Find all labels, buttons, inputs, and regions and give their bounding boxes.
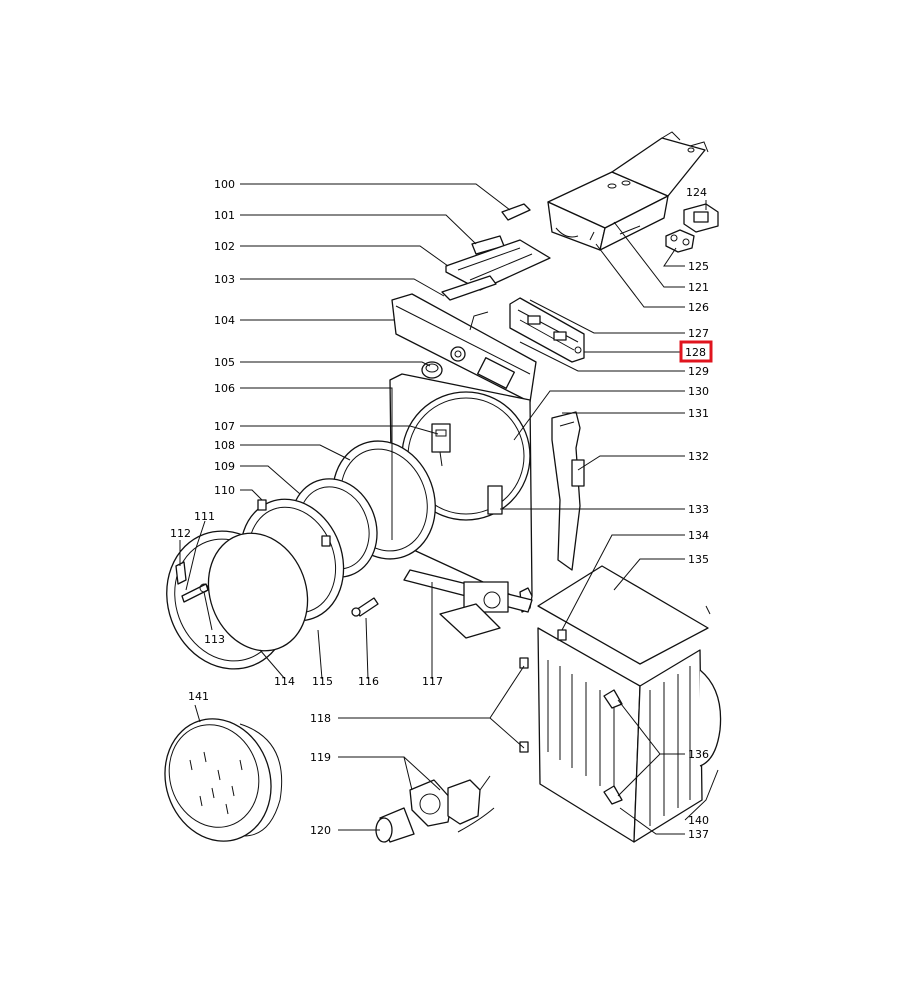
label-126: 126 [688, 301, 709, 314]
label-102: 102 [214, 240, 235, 253]
label-136: 136 [688, 748, 709, 761]
label-109: 109 [214, 460, 235, 473]
label-115: 115 [312, 675, 333, 688]
drain-pump [375, 775, 495, 843]
label-119: 119 [310, 751, 331, 764]
label-117: 117 [422, 675, 443, 688]
label-116: 116 [358, 675, 379, 688]
label-108: 108 [214, 439, 235, 452]
label-124: 124 [686, 186, 707, 199]
part-labels: 100 101 102 103 104 105 106 107 108 109 … [170, 178, 713, 841]
label-104: 104 [214, 314, 235, 327]
label-120: 120 [310, 824, 331, 837]
label-105: 105 [214, 356, 235, 369]
label-106: 106 [214, 382, 235, 395]
label-118: 118 [310, 712, 331, 725]
label-135: 135 [688, 553, 709, 566]
label-111: 111 [194, 510, 215, 523]
label-133: 133 [688, 503, 709, 516]
label-132: 132 [688, 450, 709, 463]
program-knob [421, 361, 443, 379]
label-128: 128 [685, 346, 706, 359]
side-bracket [551, 411, 585, 571]
label-113: 113 [204, 633, 225, 646]
control-panel [391, 293, 537, 403]
door-lock [431, 423, 451, 467]
inlet-valve-part [665, 203, 719, 253]
label-131: 131 [688, 407, 709, 420]
label-114: 114 [274, 675, 295, 688]
drum-cover [164, 718, 283, 842]
label-121: 121 [688, 281, 709, 294]
screw [351, 597, 379, 617]
label-103: 103 [214, 273, 235, 286]
label-140: 140 [688, 814, 709, 827]
door-outer-ring [166, 530, 309, 670]
label-110: 110 [214, 484, 235, 497]
label-107: 107 [214, 420, 235, 433]
label-125: 125 [688, 260, 709, 273]
hinge-latch [487, 485, 503, 515]
cabinet-frame [519, 565, 722, 843]
leader-lines [179, 183, 719, 835]
drawer-handle-parts [441, 203, 551, 301]
label-130: 130 [688, 385, 709, 398]
highlight-box-128 [679, 340, 713, 363]
label-127: 127 [688, 327, 709, 340]
electronic-module [509, 297, 585, 363]
label-129: 129 [688, 365, 709, 378]
detergent-drawer-housing [547, 131, 709, 251]
door-hinge-pins [175, 561, 209, 603]
label-100: 100 [214, 178, 235, 191]
label-137: 137 [688, 828, 709, 841]
label-101: 101 [214, 209, 235, 222]
label-112: 112 [170, 527, 191, 540]
label-134: 134 [688, 529, 709, 542]
label-141: 141 [188, 690, 209, 703]
